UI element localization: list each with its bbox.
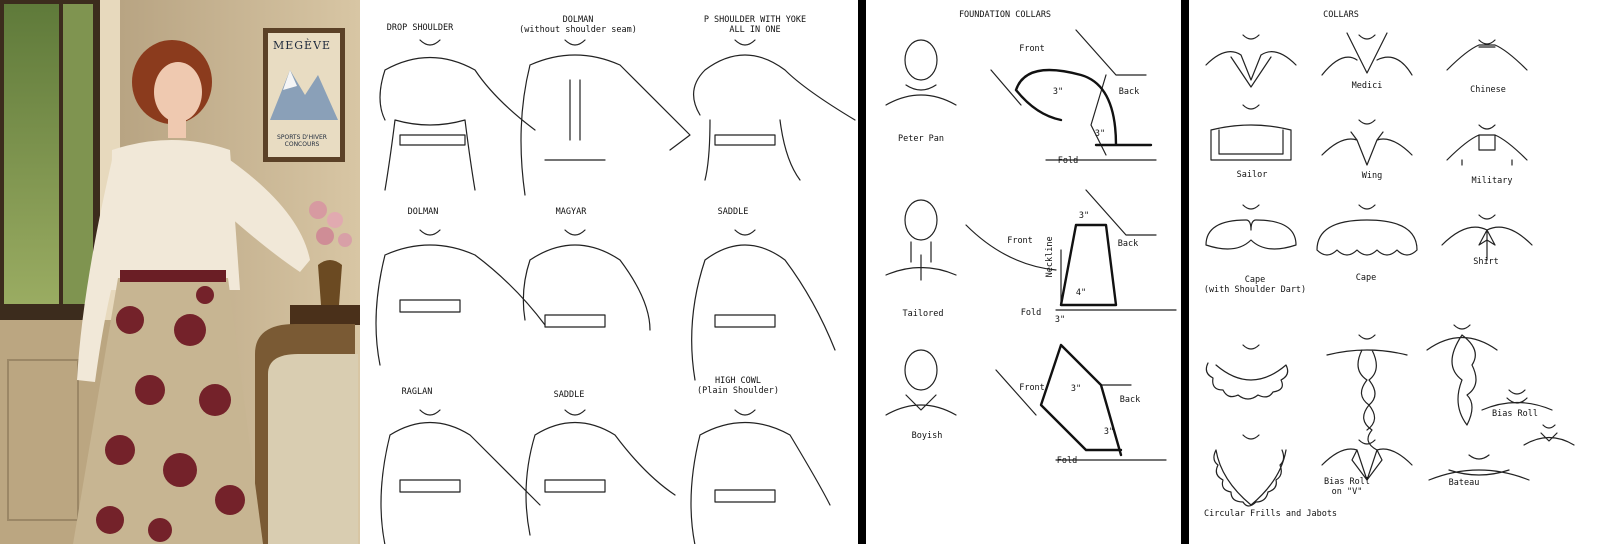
collar-label-wing: Wing — [1361, 171, 1383, 181]
sleeve-label-drop-shoulder: DROP SHOULDER — [386, 23, 454, 33]
collar-label-bias-roll-v: Bias Roll on "V" — [1323, 477, 1371, 497]
foundation-collar-sketches — [885, 29, 1177, 461]
p2-back: Back — [1117, 239, 1139, 249]
p3-front: Front — [1019, 383, 1045, 393]
collar-sketches — [1205, 32, 1575, 507]
p1-back: Back — [1118, 87, 1140, 97]
p3-measure-1: 3" — [1070, 384, 1082, 394]
collar-label-cape-dart: Cape (with Shoulder Dart) — [1203, 275, 1307, 295]
collar-label-military: Military — [1471, 176, 1513, 186]
p3-back: Back — [1119, 395, 1141, 405]
p3-measure-2: 3" — [1103, 427, 1115, 437]
collar-label-shirt: Shirt — [1473, 257, 1499, 267]
collars-title: COLLARS — [1323, 10, 1359, 20]
sleeve-label-magyar: MAGYAR — [555, 207, 587, 217]
foundation-title: FOUNDATION COLLARS — [958, 10, 1052, 20]
collars-caption: Circular Frills and Jabots — [1204, 509, 1338, 519]
p2-top-measure: 3" — [1078, 211, 1090, 221]
poster-line-2: CONCOURS — [284, 141, 320, 149]
p1-fold: Fold — [1057, 156, 1079, 166]
collar-label-bateau: Bateau — [1448, 478, 1480, 488]
collar-label-medici: Medici — [1351, 81, 1383, 91]
sleeve-label-saddle-2: SADDLE — [553, 390, 585, 400]
collar-label-chinese: Chinese — [1470, 85, 1506, 95]
p1-front: Front — [1019, 44, 1045, 54]
collar-style-peter-pan: Peter Pan — [897, 134, 945, 144]
sleeve-label-high-cowl: HIGH COWL (Plain Shoulder) — [697, 376, 779, 396]
sleeve-label-dolman: DOLMAN — [407, 207, 439, 217]
collar-label-sailor: Sailor — [1236, 170, 1268, 180]
foundation-collars-page: FOUNDATION COLLARS Peter Pan Tailored Bo… — [866, 0, 1181, 544]
sleeve-styles-page: DROP SHOULDER DOLMAN (without shoulder s… — [360, 0, 858, 544]
poster-title: MEGÈVE — [272, 39, 332, 52]
collar-style-tailored: Tailored — [902, 309, 944, 319]
p2-bottom-measure: 4" — [1075, 288, 1087, 298]
collar-style-boyish: Boyish — [911, 431, 943, 441]
poster-line-1: SPORTS D'HIVER — [277, 134, 327, 141]
collar-label-cape: Cape — [1355, 273, 1377, 283]
p2-neckline: Neckline — [1045, 236, 1056, 278]
collar-label-bias-roll: Bias Roll — [1491, 409, 1539, 419]
p1-measure-1: 3" — [1052, 87, 1064, 97]
sleeve-sketches — [375, 39, 856, 544]
sleeve-label-dolman-seamless: DOLMAN (without shoulder seam) — [519, 15, 637, 35]
collars-page: COLLARS Medici Chinese Sailor Wing Milit… — [1189, 0, 1600, 544]
p1-measure-2: 3" — [1094, 129, 1106, 139]
p2-fold: Fold — [1020, 308, 1042, 318]
sleeve-label-yoke: P SHOULDER WITH YOKE ALL IN ONE — [703, 15, 807, 35]
p2-side-measure: 3" — [1054, 315, 1066, 325]
p3-fold: Fold — [1056, 456, 1078, 466]
sleeve-label-saddle-1: SADDLE — [717, 207, 749, 217]
p2-front: Front — [1007, 236, 1033, 246]
sleeve-label-raglan: RAGLAN — [401, 387, 433, 397]
vintage-photo-illustration — [0, 0, 360, 544]
